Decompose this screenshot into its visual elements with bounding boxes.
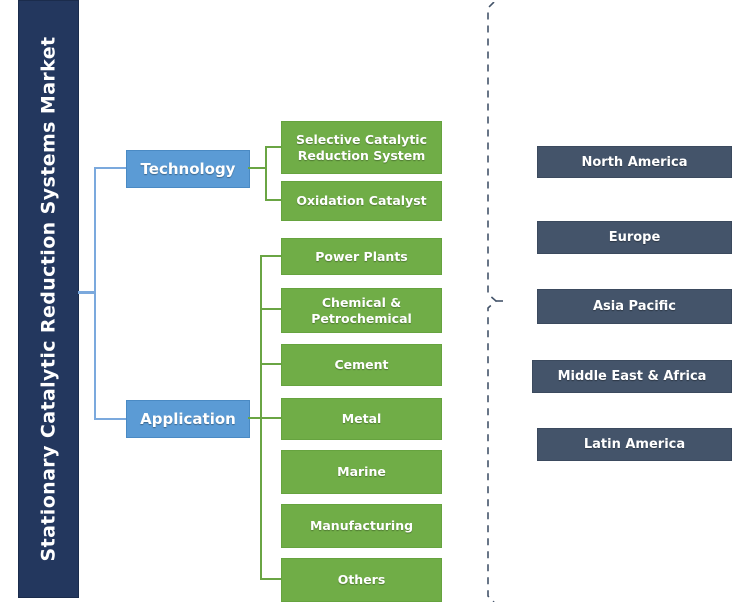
region-europe[interactable]: Europe [537,221,732,254]
connector-others-arm [260,578,282,580]
leaf-others[interactable]: Others [281,558,442,602]
region-label: Europe [608,230,661,245]
region-north-america[interactable]: North America [537,146,732,178]
leaf-metal[interactable]: Metal [281,398,442,440]
connector-application-arm [94,418,127,420]
connector-technology-stub [248,167,266,169]
category-application-label: Application [140,410,236,428]
leaf-label: Marine [337,464,386,480]
region-bracket [487,2,506,602]
connector-chemical-petrochemical-arm [260,308,282,310]
leaf-label: Manufacturing [309,518,414,534]
leaf-label: Chemical & Petrochemical [311,294,412,326]
connector-cement-arm [260,363,282,365]
leaf-chemical-petrochemical[interactable]: Chemical & Petrochemical [281,288,442,333]
connector-scr-arm [265,146,282,148]
leaf-cement[interactable]: Cement [281,344,442,386]
region-middle-east-africa[interactable]: Middle East & Africa [532,360,732,393]
connector-category-spine [94,168,96,420]
connector-technology-arm [94,167,127,169]
connector-oxidation-arm [265,199,282,201]
region-asia-pacific[interactable]: Asia Pacific [537,289,732,324]
region-label: North America [581,154,688,170]
connector-application-stub [248,417,266,419]
region-label: Middle East & Africa [557,369,707,384]
connector-power-plants-arm [260,255,282,257]
category-technology-label: Technology [140,160,236,178]
category-application[interactable]: Application [126,400,250,438]
leaf-label: Metal [341,411,382,427]
leaf-marine[interactable]: Marine [281,450,442,494]
leaf-power-plants[interactable]: Power Plants [281,238,442,275]
region-label: Asia Pacific [592,299,676,314]
region-latin-america[interactable]: Latin America [537,428,732,461]
leaf-oxidation-catalyst[interactable]: Oxidation Catalyst [281,181,442,221]
market-title-bar: Stationary Catalytic Reduction Systems M… [18,0,79,598]
leaf-manufacturing[interactable]: Manufacturing [281,504,442,548]
page-title: Stationary Catalytic Reduction Systems M… [37,36,60,562]
leaf-label: Cement [334,357,389,373]
connector-title-stub [78,291,96,294]
leaf-label: Oxidation Catalyst [296,193,427,209]
leaf-label: Power Plants [315,248,408,264]
region-label: Latin America [583,437,686,452]
leaf-label: Others [337,572,386,588]
connector-metal-arm [260,417,282,419]
connector-technology-spine [265,146,267,201]
leaf-label: Selective Catalytic Reduction System [295,131,427,163]
leaf-selective-catalytic-reduction-system[interactable]: Selective Catalytic Reduction System [281,121,442,174]
category-technology[interactable]: Technology [126,150,250,188]
